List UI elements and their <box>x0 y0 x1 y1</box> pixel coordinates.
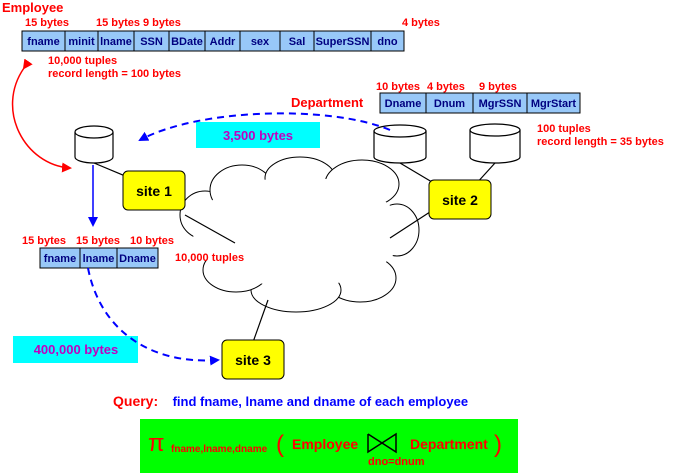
site2-label: site 2 <box>442 192 478 208</box>
department-size-label-mgrssn: 9 bytes <box>479 81 517 93</box>
site2-network-link <box>389 209 434 239</box>
result-transfer-arrow <box>87 267 220 366</box>
employee-cell-dno <box>370 30 405 52</box>
employee-field-minit: minit <box>68 36 95 48</box>
department-field-mgrssn: MgrSSN <box>479 98 522 110</box>
expression-box <box>140 419 518 473</box>
result-transfer-label: 400,000 bytes <box>34 342 119 357</box>
query-label: Query: <box>113 393 158 409</box>
site1-network-link <box>184 214 236 244</box>
site1-box <box>122 170 186 211</box>
employee-field-superssn: SuperSSN <box>316 36 370 48</box>
employee-tuples: 10,000 tuples <box>48 55 117 67</box>
employee-schema-row: fname minit lname SSN BDate Addr sex Sal SuperSS… <box>21 30 405 52</box>
department-tuples: 100 tuples <box>537 123 591 135</box>
site1-label: site 1 <box>136 183 172 199</box>
result-size-label-lname: 15 bytes <box>76 235 120 247</box>
result-field-lname: lname <box>83 253 115 265</box>
department-field-dname: Dname <box>385 98 422 110</box>
employee-size-label-lname: 15 bytes <box>96 17 140 29</box>
employee-size-label-fname: 15 bytes <box>25 17 69 29</box>
department-size-label-dname: 10 bytes <box>376 81 420 93</box>
employee-field-fname: fname <box>27 36 59 48</box>
employee-field-ssn: SSN <box>140 36 163 48</box>
projection-symbol: π <box>148 430 165 457</box>
department-size-label-dnum: 4 bytes <box>427 81 465 93</box>
site3-box <box>221 339 285 380</box>
department-field-dnum: Dnum <box>434 98 465 110</box>
projection-subscript: fname,lname,dname <box>171 444 268 455</box>
employee-field-lname: lname <box>100 36 132 48</box>
expression-open-paren: ( <box>276 431 284 458</box>
site1-database-icon <box>74 125 114 164</box>
department-field-mgrstart: MgrStart <box>531 98 577 110</box>
result-size-label-dname: 10 bytes <box>130 235 174 247</box>
employee-field-bdate: BDate <box>171 36 203 48</box>
result-cell-dname <box>116 247 159 269</box>
department-record-length: record length = 35 bytes <box>537 136 664 148</box>
employee-title: Employee <box>2 0 63 15</box>
employee-field-sex: sex <box>251 36 270 48</box>
employee-storage-arrow <box>11 58 72 173</box>
expression-right-relation: Department <box>410 436 488 452</box>
dept-transfer-box <box>196 122 320 148</box>
result-field-dname: Dname <box>119 253 156 265</box>
result-schema-row: fname lname Dname <box>39 247 159 269</box>
dept-transfer-label: 3,500 bytes <box>223 128 293 143</box>
expression-close-paren: ) <box>494 431 502 458</box>
department-schema-row: Dname Dnum MgrSSN MgrStart <box>379 92 581 114</box>
result-size-label-fname: 15 bytes <box>22 235 66 247</box>
join-condition: dno=dnum <box>368 456 425 468</box>
result-tuples: 10,000 tuples <box>175 252 244 264</box>
site2-box <box>428 179 492 220</box>
employee-field-addr: Addr <box>210 36 236 48</box>
employee-field-dno: dno <box>377 36 397 48</box>
employee-record-length: record length = 100 bytes <box>48 68 181 80</box>
dept-transfer-arrow <box>138 112 391 141</box>
employee-field-sal: Sal <box>289 36 306 48</box>
site2-database-icon-second <box>469 123 521 164</box>
department-title: Department <box>291 95 364 110</box>
site3-network-link <box>251 299 269 346</box>
site2-database-icon-department <box>373 124 427 164</box>
employee-size-label-ssn: 9 bytes <box>143 17 181 29</box>
expression-left-relation: Employee <box>292 436 358 452</box>
join-symbol-icon <box>367 432 397 454</box>
result-field-fname: fname <box>44 253 76 265</box>
department-cell-mgrstart <box>526 92 581 114</box>
query-line: Query: find fname, lname and dname of ea… <box>113 393 468 410</box>
query-text: find fname, lname and dname of each empl… <box>173 394 468 409</box>
employee-size-label-dno: 4 bytes <box>402 17 440 29</box>
result-transfer-box <box>13 336 138 363</box>
network-cloud <box>179 156 420 313</box>
site3-label: site 3 <box>235 352 271 368</box>
